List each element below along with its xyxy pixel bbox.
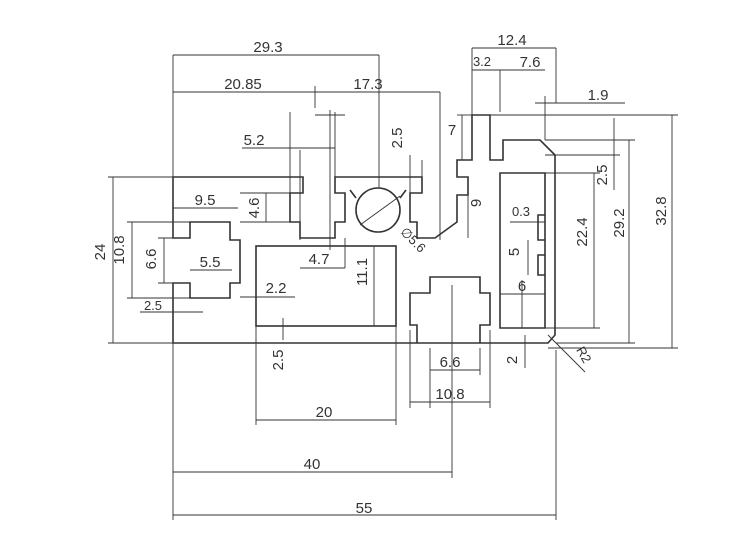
dim-width-0-3: 0.3 <box>512 204 530 219</box>
dim-width-4-7: 4.7 <box>309 251 330 268</box>
hole-chamfer-left <box>349 189 407 199</box>
dim-width-3-2: 3.2 <box>473 54 491 69</box>
dim-height-32-8: 32.8 <box>653 196 670 225</box>
dim-height-11-1: 11.1 <box>354 258 371 286</box>
dim-width-2-2: 2.2 <box>266 280 287 297</box>
screw-hole <box>355 187 401 233</box>
dim-height-5: 5 <box>506 248 523 256</box>
center-slot <box>255 245 397 327</box>
dim-height-7: 7 <box>448 122 456 139</box>
dim-height-2-5-bottom: 2.5 <box>270 350 287 371</box>
dim-width-17-3: 17.3 <box>353 76 382 93</box>
dim-width-10-8-bottom: 10.8 <box>435 386 464 403</box>
dim-width-7-6: 7.6 <box>520 54 541 71</box>
dim-width-5-5: 5.5 <box>200 254 221 271</box>
dim-width-29-3: 29.3 <box>253 39 282 56</box>
dim-height-24: 24 <box>92 244 109 261</box>
dim-radius: R2 <box>573 344 594 366</box>
dim-slot-width-20: 20 <box>316 404 333 421</box>
dim-height-29-2: 29.2 <box>611 208 628 237</box>
dim-overall-width: 55 <box>356 500 373 517</box>
dim-height-10-8-left: 10.8 <box>111 235 128 264</box>
dim-height-2-5-right: 2.5 <box>594 165 611 186</box>
right-groove <box>537 214 545 276</box>
dim-width-12-4: 12.4 <box>497 32 526 49</box>
dim-height-4-6: 4.6 <box>246 198 263 219</box>
dim-height-2-right: 2 <box>504 356 521 364</box>
dim-hole-diameter: ∅5.6 <box>397 224 428 255</box>
dim-width-40: 40 <box>304 456 321 473</box>
dim-width-20-85: 20.85 <box>224 76 262 93</box>
dimension-labels: 55 40 20 29.3 20.85 17.3 12.4 3.2 7.6 1.… <box>92 32 670 517</box>
dim-height-22-4: 22.4 <box>574 217 591 246</box>
dim-height-9: 9 <box>468 199 485 207</box>
profile-outline <box>172 114 556 344</box>
dim-height-2-5-top: 2.5 <box>389 128 406 149</box>
bottom-tslot <box>409 276 491 343</box>
dim-width-9-5: 9.5 <box>195 192 216 209</box>
dim-width-1-9: 1.9 <box>588 87 609 104</box>
dim-width-6-6-bottom: 6.6 <box>440 354 461 371</box>
dim-height-6-6-left: 6.6 <box>143 249 160 270</box>
dim-width-5-2: 5.2 <box>244 132 265 149</box>
dimension-lines <box>108 47 678 520</box>
dim-width-2-5-left: 2.5 <box>144 298 162 313</box>
dim-width-6: 6 <box>518 278 526 295</box>
